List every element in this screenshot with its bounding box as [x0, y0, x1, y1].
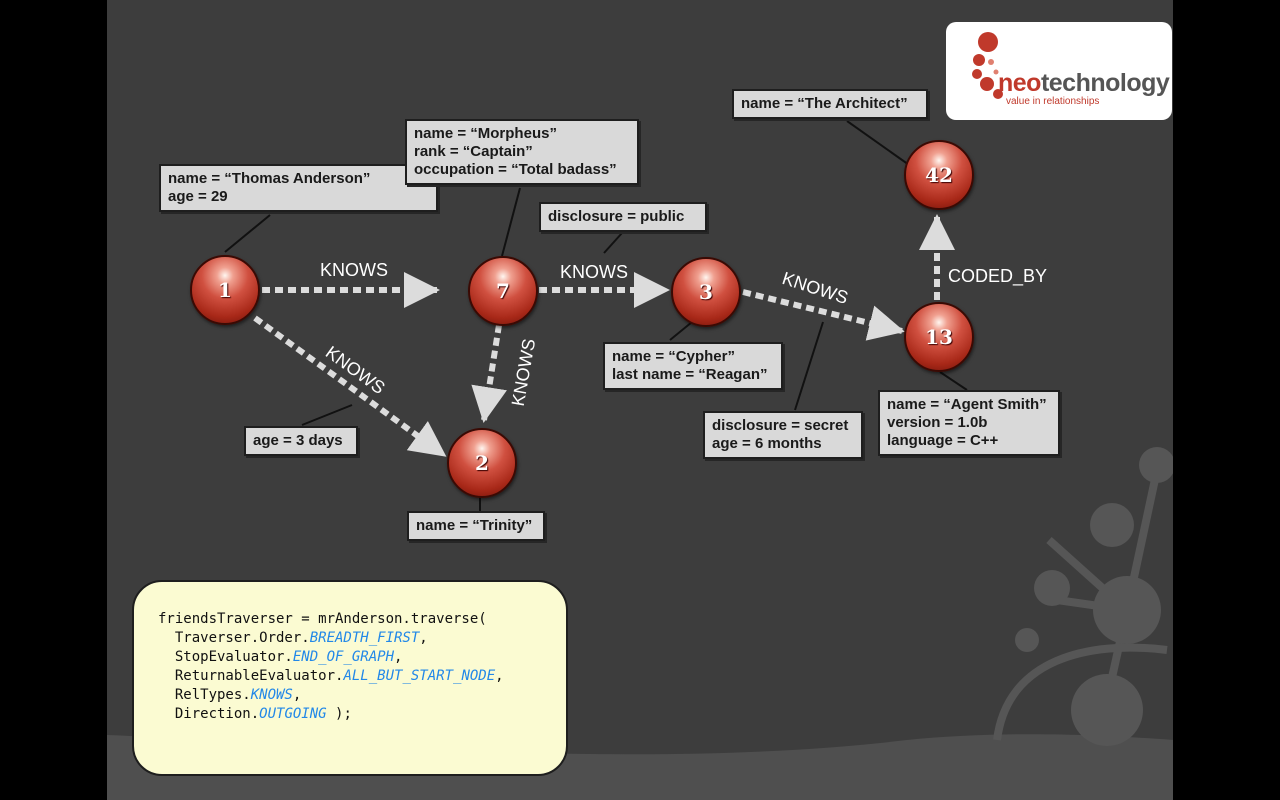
slide-canvas: KNOWS KNOWS KNOWS KNOWS KNOWS CODED_BY n…	[107, 0, 1173, 800]
code-text: Traverser.Order.	[158, 630, 310, 646]
property-box-disclosure-public: disclosure = public	[539, 202, 707, 232]
relationship-arrows	[253, 214, 955, 458]
logo-brand-prefix: neo	[998, 69, 1041, 97]
code-line: friendsTraverser = mrAnderson.traverse(	[158, 611, 487, 627]
property-line: name = “Thomas Anderson”	[168, 170, 371, 187]
edge-label-7-3: KNOWS	[560, 262, 629, 282]
logo-tagline: value in relationships	[1006, 96, 1100, 107]
property-box-disclosure-secret: disclosure = secret age = 6 months	[703, 411, 863, 459]
code-keyword: BREADTH_FIRST	[309, 630, 420, 646]
property-line: name = “Morpheus”	[414, 125, 557, 142]
code-sample: friendsTraverser = mrAnderson.traverse( …	[158, 610, 504, 724]
connector-disclosure-secret	[794, 321, 824, 411]
connector-agent-smith	[939, 371, 968, 391]
logo-dots-icon	[972, 32, 1003, 99]
property-line: disclosure = public	[548, 208, 685, 225]
edge-7-2	[471, 324, 507, 423]
property-line: name = “The Architect”	[741, 95, 908, 112]
property-line: rank = “Captain”	[414, 143, 533, 160]
edge-label-1-7: KNOWS	[320, 260, 389, 280]
property-line: name = “Agent Smith”	[887, 396, 1047, 413]
code-keyword: END_OF_GRAPH	[292, 649, 395, 665]
code-text: ,	[292, 687, 302, 703]
edge-3-13	[742, 289, 905, 341]
connector-disclosure-public	[603, 232, 623, 254]
code-keyword: OUTGOING	[259, 706, 327, 722]
property-box-trinity: name = “Trinity”	[407, 511, 545, 541]
property-line: version = 1.0b	[887, 414, 988, 431]
logo-brand-suffix: technology	[1040, 69, 1170, 97]
connector-thomas	[224, 214, 271, 253]
code-keyword: ALL_BUT_START_NODE	[343, 668, 496, 684]
property-line: age = 29	[168, 188, 228, 205]
code-text: );	[326, 706, 352, 722]
property-line: disclosure = secret	[712, 417, 849, 434]
graph-edges	[224, 120, 968, 511]
logo-wordmark: neotechnology	[998, 69, 1170, 97]
property-line: age = 6 months	[712, 435, 822, 452]
property-line: name = “Trinity”	[416, 517, 533, 534]
property-line: language = C++	[887, 432, 999, 449]
connector-age-3-days	[301, 404, 353, 426]
graph-node-1: 1	[190, 255, 260, 325]
graph-node-2: 2	[447, 428, 517, 498]
neotechnology-logo: neotechnology value in relationships	[946, 22, 1172, 120]
property-box-cypher: name = “Cypher” last name = “Reagan”	[603, 342, 783, 390]
graph-node-3: 3	[671, 257, 741, 327]
code-text: Direction.	[158, 706, 260, 722]
connector-cypher	[669, 321, 693, 341]
code-text: ,	[394, 649, 403, 665]
code-text: RelTypes.	[158, 687, 251, 703]
property-line: name = “Cypher”	[612, 348, 735, 365]
connector-architect	[846, 120, 913, 168]
graph-node-42: 42	[904, 140, 974, 210]
connector-morpheus	[501, 187, 521, 257]
code-text: ReturnableEvaluator.	[158, 668, 344, 684]
property-line: age = 3 days	[253, 432, 343, 449]
property-box-thomas-anderson: name = “Thomas Anderson” age = 29	[159, 164, 438, 212]
property-line: last name = “Reagan”	[612, 366, 768, 383]
graph-node-7: 7	[468, 256, 538, 326]
property-line: occupation = “Total badass”	[414, 161, 617, 178]
edge-label-13-42: CODED_BY	[948, 266, 1048, 286]
code-text: ,	[495, 668, 504, 684]
property-box-the-architect: name = “The Architect”	[732, 89, 928, 119]
property-box-agent-smith: name = “Agent Smith” version = 1.0b lang…	[878, 390, 1060, 456]
code-sample-box: friendsTraverser = mrAnderson.traverse( …	[132, 580, 568, 776]
property-box-morpheus: name = “Morpheus” rank = “Captain” occup…	[405, 119, 639, 185]
graph-node-13: 13	[904, 302, 974, 372]
property-connectors	[224, 120, 968, 511]
code-text: ,	[419, 630, 428, 646]
property-box-age-3-days: age = 3 days	[244, 426, 358, 456]
code-text: StopEvaluator.	[158, 649, 293, 665]
code-keyword: KNOWS	[250, 687, 293, 703]
